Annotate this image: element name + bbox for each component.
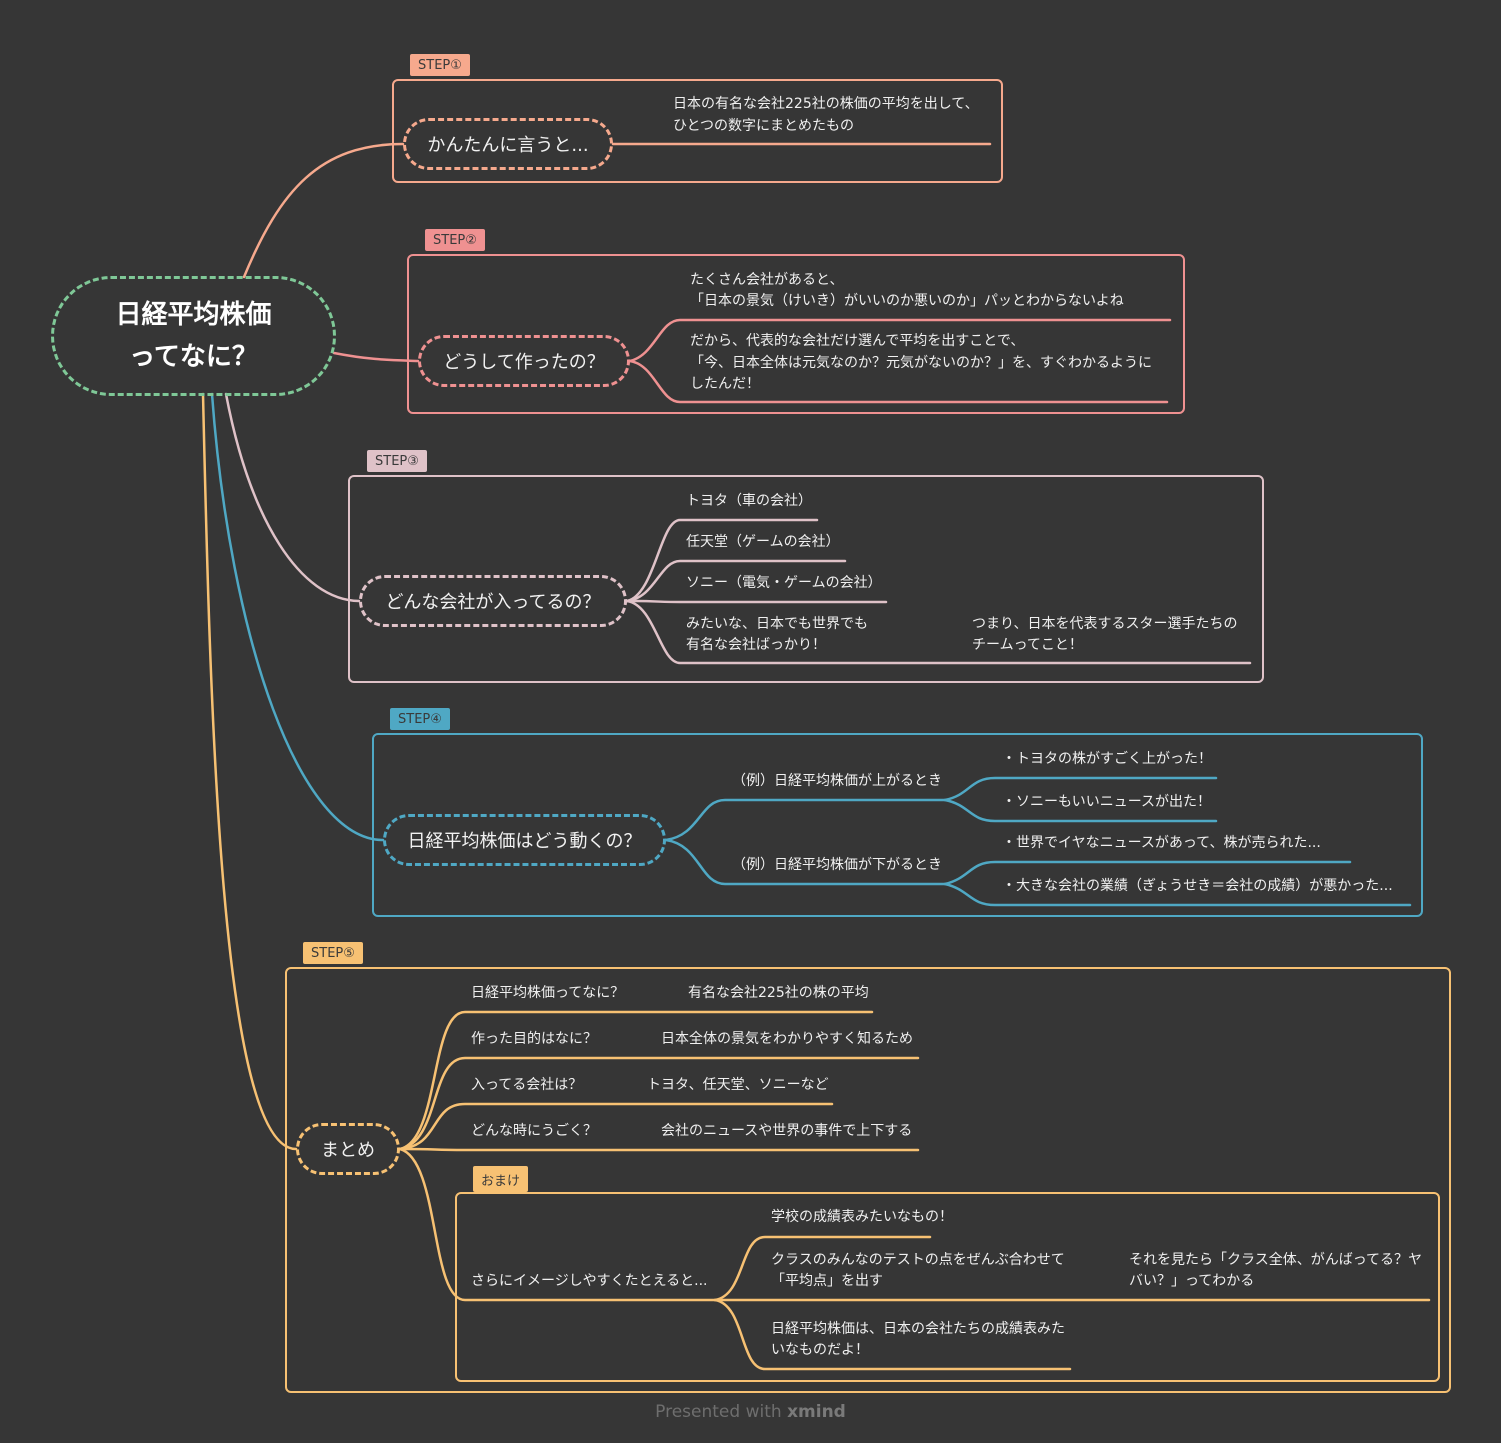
summary-branch-1 (398, 1010, 874, 1151)
root-title-line1: 日経平均株価 (115, 300, 272, 330)
step1-boundary (392, 79, 1003, 183)
xmind-logo: xmind (787, 1402, 846, 1422)
summary-a1: 有名な会社225社の株の平均 (688, 985, 869, 1001)
summary-branch-3 (398, 1102, 834, 1151)
step5-topic[interactable]: まとめ (296, 1123, 400, 1175)
omake-text-3a: それを見たら「クラス全体、がんばってる？ヤ (1129, 1252, 1423, 1268)
step2-tag: STEP② (425, 229, 485, 251)
step4-down-item-1: ・世界でイヤなニュースがあって、株が売られた... (1002, 835, 1321, 851)
step1-tag: STEP① (410, 54, 470, 76)
root-topic[interactable]: 日経平均株価 ってなに？ (51, 276, 336, 396)
step3-star-line2: チームってこと！ (972, 637, 1083, 653)
step4-up-item-1: ・トヨタの株がすごく上がった！ (1002, 751, 1212, 767)
summary-q2: 作った目的はなに？ (471, 1031, 597, 1047)
summary-branch-2 (398, 1056, 920, 1151)
omake-text-1: 学校の成績表みたいなもの！ (771, 1209, 953, 1225)
step4-down-item1-line (943, 860, 1352, 886)
omake-label: さらにイメージしやすくたとえると... (471, 1273, 708, 1289)
summary-a4: 会社のニュースや世界の事件で上下する (661, 1123, 913, 1139)
summary-branch-omake (398, 1147, 717, 1302)
step3-famous-line1: みたいな、日本でも世界でも (686, 616, 868, 632)
step4-topic[interactable]: 日経平均株価はどう動くの？ (383, 814, 666, 866)
step3-branch-sony (625, 599, 888, 604)
step1-text-line1: 日本の有名な会社225社の株価の平均を出して、 (673, 96, 979, 112)
step5-tag: STEP⑤ (303, 942, 363, 964)
step3-item-nintendo: 任天堂（ゲームの会社） (686, 534, 840, 550)
step4-branch-down (664, 838, 947, 886)
step2-b-line1: だから、代表的な会社だけ選んで平均を出すことで、 (690, 333, 1025, 349)
step4-down-item-2: ・大きな会社の業績（ぎょうせき＝会社の成績）が悪かった... (1002, 878, 1393, 894)
step3-famous-line2: 有名な会社ばっかり！ (686, 637, 826, 653)
omake-text-3b: バい？」ってわかる (1129, 1273, 1255, 1289)
root-to-step1-line (242, 142, 405, 279)
step3-topic-label: どんな会社が入ってるの？ (385, 592, 601, 613)
step2-b-line2: 「今、日本全体は元気なのか？元気がないのか？」を、すぐわかるように (690, 355, 1152, 371)
summary-a2: 日本全体の景気をわかりやすく知るため (661, 1031, 913, 1047)
omake-boundary (455, 1192, 1440, 1382)
summary-q1: 日経平均株価ってなに？ (471, 985, 625, 1001)
step3-branch-famous (625, 599, 1252, 665)
step4-boundary (372, 733, 1423, 917)
summary-q4: どんな時にうごく？ (471, 1123, 597, 1139)
summary-branch-4 (398, 1147, 920, 1152)
omake-text-2b: 「平均点」を出す (771, 1273, 883, 1289)
step5-topic-label: まとめ (321, 1140, 375, 1161)
root-to-step5-line (201, 392, 298, 1151)
step5-boundary (285, 967, 1451, 1393)
step3-topic[interactable]: どんな会社が入ってるの？ (359, 575, 627, 627)
watermark: Presented with xmind (0, 1402, 1501, 1422)
omake-text-4a: 日経平均株価は、日本の会社たちの成績表みた (771, 1321, 1065, 1337)
omake-text-2a: クラスのみんなのテストの点をぜんぶ合わせて (771, 1252, 1065, 1268)
summary-a3: トヨタ、任天堂、ソニーなど (647, 1077, 829, 1093)
step4-up-item-2: ・ソニーもいいニュースが出た！ (1002, 794, 1212, 810)
root-to-step4-line (210, 392, 385, 842)
step4-up-item1-line (943, 776, 1218, 802)
step3-tag: STEP③ (367, 450, 427, 472)
watermark-text: Presented with (655, 1402, 788, 1422)
step1-topic[interactable]: かんたんに言うと... (403, 118, 613, 170)
omake-text-4b: いなものだよ！ (771, 1342, 869, 1358)
step4-tag: STEP④ (390, 708, 450, 730)
step1-text-line2: ひとつの数字にまとめたもの (673, 118, 855, 134)
step2-b-line3: したんだ！ (690, 376, 760, 392)
step2-topic[interactable]: どうして作ったの？ (418, 335, 630, 387)
step3-item-sony: ソニー（電気・ゲームの会社） (686, 575, 882, 591)
step4-branch-up (664, 798, 947, 842)
omake-tag: おまけ (473, 1166, 529, 1192)
step1-topic-label: かんたんに言うと... (427, 135, 589, 156)
step3-item-toyota: トヨタ（車の会社） (686, 493, 812, 509)
step4-down-label: （例）日経平均株価が下がるとき (732, 857, 942, 873)
step2-topic-label: どうして作ったの？ (443, 352, 605, 373)
step4-up-label: （例）日経平均株価が上がるとき (732, 773, 942, 789)
step2-branch-a (628, 318, 1172, 363)
step2-branch-b (628, 359, 1169, 404)
step3-star-line1: つまり、日本を代表するスター選手たちの (972, 616, 1238, 632)
summary-q3: 入ってる会社は？ (471, 1077, 583, 1093)
omake-branch-1 (713, 1235, 932, 1302)
step3-branch-nintendo (625, 559, 847, 603)
step2-boundary (407, 254, 1185, 414)
step2-a-line1: たくさん会社があると、 (690, 272, 844, 288)
root-title-line2: ってなに？ (129, 342, 258, 372)
step4-down-item2-line (943, 882, 1412, 907)
omake-branch-4 (713, 1298, 1072, 1371)
step3-branch-toyota (625, 518, 819, 603)
step4-up-item2-line (943, 798, 1218, 823)
step4-topic-label: 日経平均株価はどう動くの？ (407, 831, 642, 852)
root-to-step3-line (224, 392, 361, 603)
step2-a-line2: 「日本の景気（けいき）がいいのか悪いのか」パッとわからないよね (690, 293, 1124, 309)
step3-boundary (348, 475, 1264, 683)
root-to-step2-line (332, 351, 420, 363)
